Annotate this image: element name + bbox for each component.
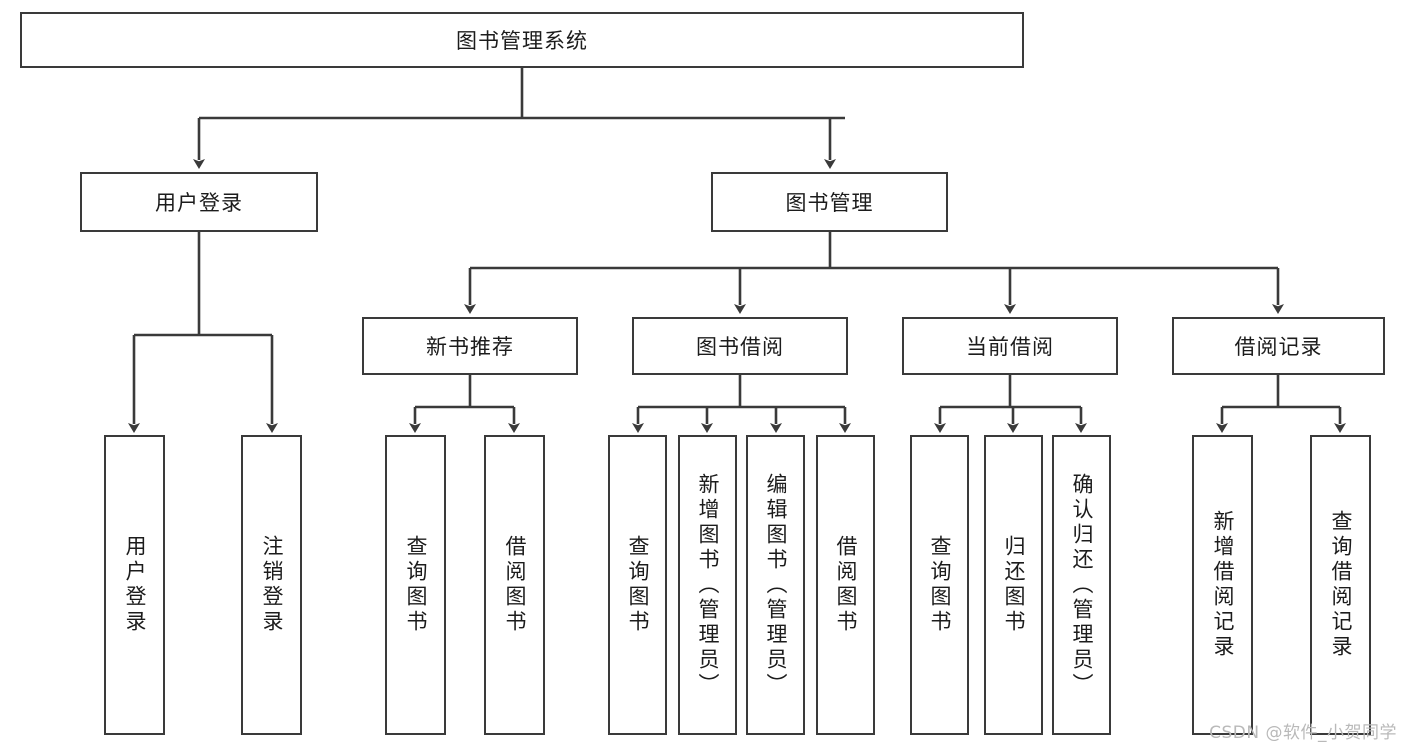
leaf-add-book[interactable]: 新增图书（管理员）: [678, 435, 737, 735]
leaf-label: 确认归还（管理员）: [1071, 473, 1092, 698]
leaf-label: 查询图书: [627, 535, 648, 635]
leaf-label: 注销登录: [261, 535, 282, 635]
leaf-label: 借阅图书: [835, 535, 856, 635]
leaf-add-borrow-record[interactable]: 新增借阅记录: [1192, 435, 1253, 735]
leaf-query-borrow-record[interactable]: 查询借阅记录: [1310, 435, 1371, 735]
leaf-user-login[interactable]: 用户登录: [104, 435, 165, 735]
leaf-label: 新增借阅记录: [1212, 510, 1233, 660]
leaf-query-book-current[interactable]: 查询图书: [910, 435, 969, 735]
leaf-label: 查询图书: [929, 535, 950, 635]
leaf-borrow-book[interactable]: 借阅图书: [816, 435, 875, 735]
leaf-label: 查询图书: [405, 535, 426, 635]
leaf-label: 借阅图书: [504, 535, 525, 635]
leaf-label: 查询借阅记录: [1330, 510, 1351, 660]
leaf-label: 编辑图书（管理员）: [765, 473, 786, 698]
watermark: CSDN @软件_小贺同学: [1209, 718, 1397, 743]
node-new-book-recommend[interactable]: 新书推荐: [362, 317, 578, 375]
node-root[interactable]: 图书管理系统: [20, 12, 1024, 68]
leaf-label: 归还图书: [1003, 535, 1024, 635]
node-user-login[interactable]: 用户登录: [80, 172, 318, 232]
leaf-borrow-book-rec[interactable]: 借阅图书: [484, 435, 545, 735]
leaf-return-book[interactable]: 归还图书: [984, 435, 1043, 735]
node-book-manage[interactable]: 图书管理: [711, 172, 948, 232]
leaf-edit-book[interactable]: 编辑图书（管理员）: [746, 435, 805, 735]
node-current-borrow[interactable]: 当前借阅: [902, 317, 1118, 375]
leaf-label: 用户登录: [124, 535, 145, 635]
leaf-query-book-borrow[interactable]: 查询图书: [608, 435, 667, 735]
leaf-label: 新增图书（管理员）: [697, 473, 718, 698]
leaf-confirm-return[interactable]: 确认归还（管理员）: [1052, 435, 1111, 735]
node-borrow-record[interactable]: 借阅记录: [1172, 317, 1385, 375]
leaf-user-logout[interactable]: 注销登录: [241, 435, 302, 735]
node-book-borrow[interactable]: 图书借阅: [632, 317, 848, 375]
leaf-query-book-rec[interactable]: 查询图书: [385, 435, 446, 735]
